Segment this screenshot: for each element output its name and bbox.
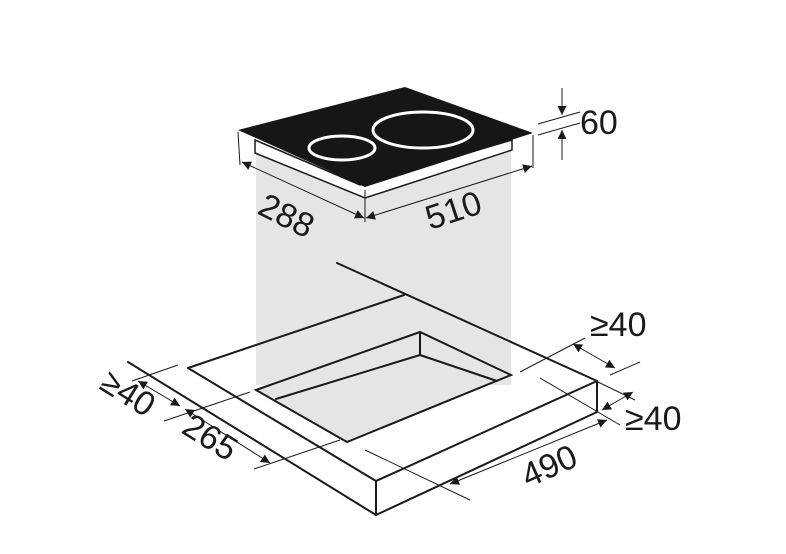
small-cooking-zone [307,134,377,162]
large-cooking-zone [371,110,475,150]
dim-clearance-front: ≥40 [94,363,162,425]
dim-clearance-back: ≥40 [590,306,646,344]
dim-cooktop-height: 60 [580,104,618,142]
dim-clearance-side: ≥40 [625,400,681,438]
dimension-lines [131,88,641,501]
cutout [253,330,514,444]
dim-cutout-depth: 265 [176,407,244,469]
